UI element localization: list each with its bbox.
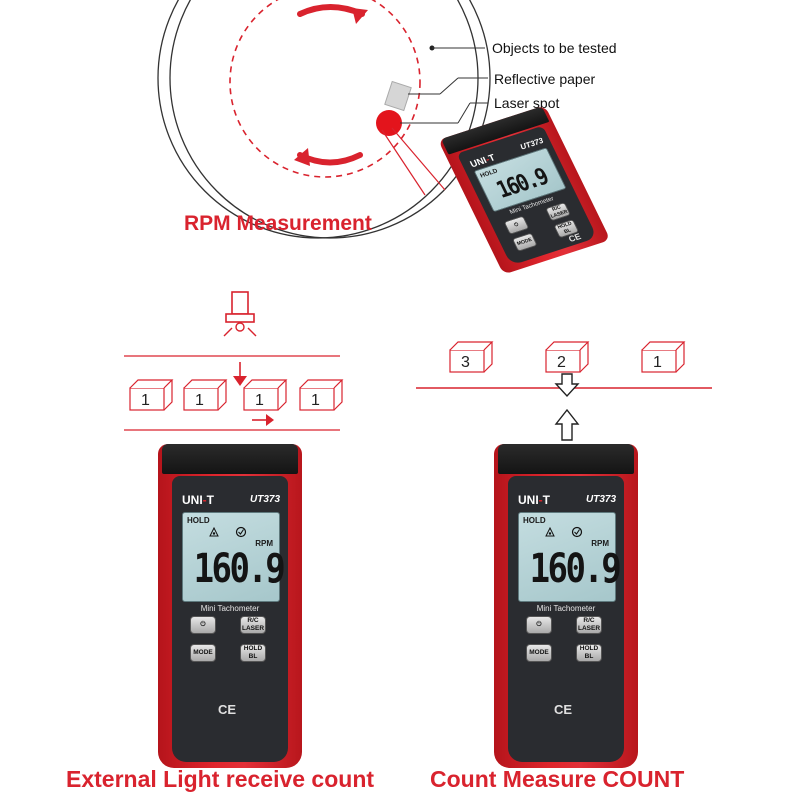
count-box-right-label-2: 2 — [557, 354, 566, 371]
lcd-reading: 160.9 — [193, 546, 286, 592]
reflective-paper — [384, 80, 412, 112]
callout-line-laser-2 — [457, 102, 471, 124]
callout-line-reflective-2 — [439, 77, 459, 95]
light-ray-left — [223, 327, 233, 337]
hollow-arrow-up — [554, 408, 580, 441]
device-subtitle: Mini Tachometer — [200, 604, 260, 613]
light-source-base — [225, 313, 255, 323]
lcd-hold: HOLD — [523, 516, 546, 525]
count-box-4 — [299, 379, 344, 411]
light-source-lens — [235, 322, 245, 332]
lcd-display: HOLD RPM 160.9 — [518, 512, 622, 602]
count-box-right-3 — [449, 341, 494, 373]
laser-icon — [545, 527, 555, 537]
count-box-right-1 — [641, 341, 686, 373]
model-label: UT373 — [250, 494, 281, 505]
ce-mark: CE — [554, 702, 573, 717]
down-arrow-head — [233, 376, 247, 386]
count-box-1 — [129, 379, 174, 411]
tachometer-right: UNI-T UT373 HOLD RPM 160.9 Mini Tachomet… — [494, 444, 638, 768]
mode-button[interactable]: MODE — [526, 644, 552, 662]
mode-button[interactable]: MODE — [190, 644, 216, 662]
power-icon: ⏻ — [200, 621, 206, 628]
tachometer-left: UNI-T UT373 HOLD RPM 160.9 Mini Tachomet… — [158, 444, 302, 768]
caption-rpm: RPM Measurement — [184, 212, 372, 235]
count-box-label-3: 1 — [255, 392, 264, 409]
caption-count-measure: Count Measure COUNT — [430, 766, 685, 792]
count-box-right-label-3: 3 — [461, 354, 470, 371]
rpm-diagram — [157, 0, 491, 239]
count-measure-diagram: 3 2 1 — [416, 341, 712, 441]
lcd-unit: RPM — [255, 539, 273, 548]
rotation-arrowhead-top — [352, 8, 368, 24]
power-icon: ⏻ — [536, 621, 542, 628]
ce-mark: CE — [218, 702, 237, 717]
count-box-label-2: 1 — [195, 392, 204, 409]
model-label: UT373 — [586, 494, 617, 505]
laser-spot — [376, 110, 402, 136]
laser-beam-b — [381, 129, 426, 196]
laser-beam-a — [391, 127, 446, 191]
count-box-3 — [243, 379, 288, 411]
lcd-hold: HOLD — [187, 516, 210, 525]
brand-logo: UNI-T — [182, 493, 215, 507]
rotation-path — [229, 0, 421, 178]
lcd-display: HOLD RPM 160.9 — [182, 512, 286, 602]
rotation-arrowhead-bottom — [294, 148, 310, 166]
contact-icon — [235, 526, 247, 538]
right-arrow-head — [266, 414, 274, 426]
power-button[interactable]: ⏻ — [526, 616, 552, 634]
power-icon: ⏻ — [513, 221, 520, 228]
lcd-unit: RPM — [591, 539, 609, 548]
brand-logo: UNI-T — [518, 493, 551, 507]
count-box-label-1: 1 — [141, 392, 150, 409]
external-light-diagram: 1 1 1 1 — [124, 291, 344, 431]
count-box-2 — [183, 379, 228, 411]
device-subtitle: Mini Tachometer — [536, 604, 596, 613]
outer-disc-rim — [169, 0, 491, 239]
laser-icon — [209, 527, 219, 537]
caption-external-light: External Light receive count — [66, 766, 375, 792]
count-box-right-2 — [545, 341, 590, 373]
hollow-arrow-down — [554, 373, 580, 398]
lcd-reading: 160.9 — [529, 546, 622, 592]
contact-icon — [571, 526, 583, 538]
count-box-label-4: 1 — [311, 392, 320, 409]
callout-reflective-paper: Reflective paper — [494, 71, 596, 87]
count-box-right-label-1: 1 — [653, 354, 662, 371]
light-source-body — [231, 291, 249, 315]
callout-objects: Objects to be tested — [492, 40, 617, 56]
callout-laser-spot: Laser spot — [494, 95, 560, 111]
light-ray-right — [247, 327, 257, 337]
power-button[interactable]: ⏻ — [190, 616, 216, 634]
